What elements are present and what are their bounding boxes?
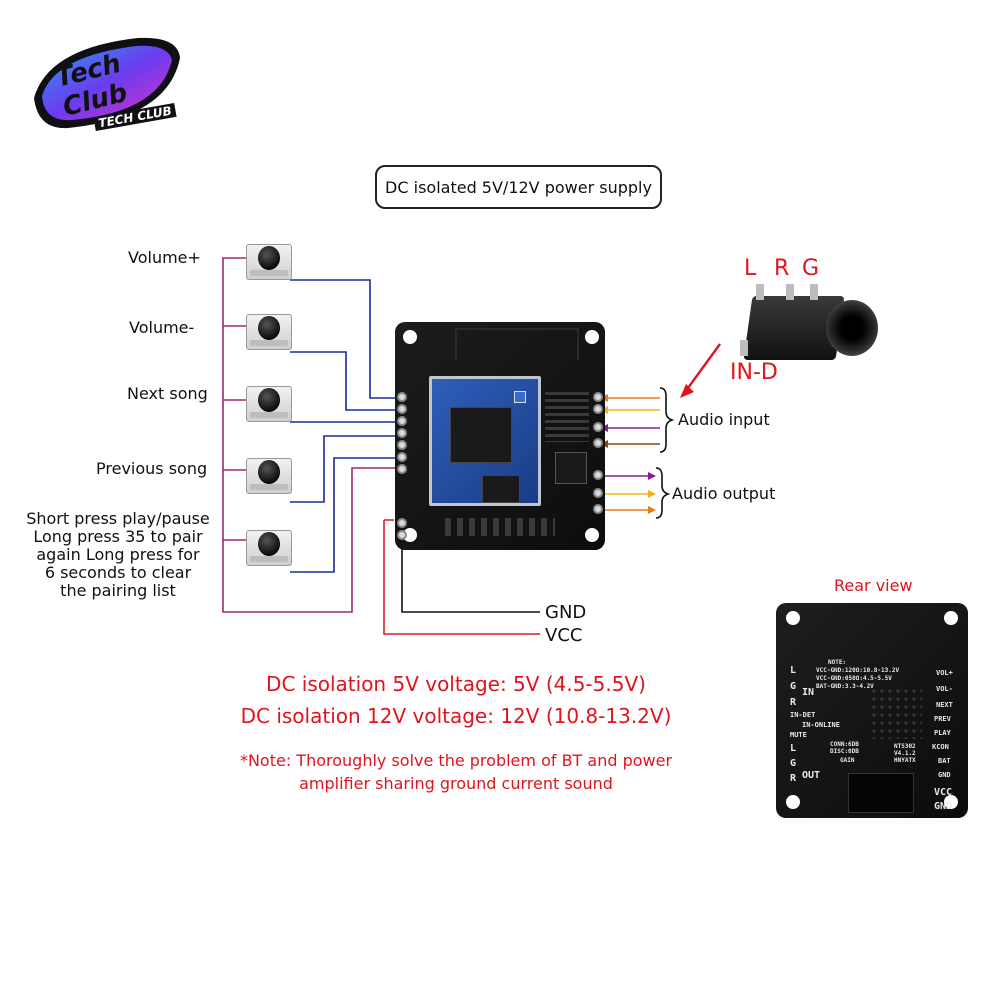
rear-right-pin-kcon: KCON: [932, 743, 949, 751]
logo-graphic: [34, 37, 180, 129]
wire-vcc: [383, 519, 540, 635]
rear-left-pin-mute: MUTE: [790, 731, 807, 739]
vcc-label: VCC: [545, 625, 583, 646]
wire-volume-plus: [290, 279, 400, 399]
wire-common: [222, 257, 400, 613]
wire-prev: [290, 435, 400, 503]
gnd-label: GND: [545, 602, 587, 623]
rear-left-pin-g2: G: [790, 758, 797, 769]
brace-output: [655, 467, 671, 519]
rear-note-1: NOTE:: [828, 659, 847, 666]
label-play-pause: Short press play/pause Long press 35 to …: [26, 509, 210, 600]
audio-output-label: Audio output: [672, 484, 776, 503]
audio-input-label: Audio input: [678, 410, 770, 429]
rear-right-pin-bat: BAT: [938, 757, 951, 765]
note-line-2: amplifier sharing ground current sound: [299, 774, 613, 793]
rear-right-pin-vcc: VCC: [934, 787, 953, 798]
wire-play: [290, 457, 400, 573]
rear-left-pin-in-online: IN-ONLINE: [802, 721, 840, 729]
jack-pin-l: L: [744, 256, 757, 281]
brace-input: [659, 387, 675, 453]
rear-left-pin-r1: R: [790, 697, 797, 708]
rear-conn-1: CONN:6DB: [830, 741, 859, 748]
button-play: [246, 524, 292, 570]
rear-model-2: V4.1.2: [894, 750, 916, 757]
jack-pin-r: R: [774, 256, 790, 281]
brand-logo: Tech Club TECH CLUB: [28, 28, 188, 138]
jack-arrow: [687, 343, 721, 389]
bt-module: [429, 376, 541, 506]
rear-right-pin-prev: PREV: [934, 715, 951, 723]
antenna-trace: [455, 328, 579, 360]
rear-board: L G R IN IN-DET IN-ONLINE MUTE L G R OUT…: [776, 603, 968, 818]
amp-chip: [555, 452, 587, 484]
rear-model-3: HNYATX: [894, 757, 916, 764]
label-previous-song: Previous song: [96, 459, 208, 478]
rear-left-pin-l2: L: [790, 743, 797, 754]
rear-note-4: BAT-GND:3.3-4.2V: [816, 683, 874, 690]
power-supply-title: DC isolated 5V/12V power supply: [375, 165, 662, 209]
audio-jack: [730, 280, 880, 370]
rear-left-pin-l1: L: [790, 665, 797, 676]
note-line-1: *Note: Thoroughly solve the problem of B…: [239, 751, 673, 770]
button-volume-minus: [246, 308, 292, 354]
rear-right-pin-next: NEXT: [936, 701, 953, 709]
label-next-song: Next song: [127, 384, 208, 403]
rear-note-3: VCC-GND:050Ω:4.5-5.5V: [816, 675, 892, 682]
bluetooth-board: [395, 322, 605, 550]
spec-5v: DC isolation 5V voltage: 5V (4.5-5.5V): [266, 672, 646, 696]
jack-pin-g: G: [802, 256, 820, 281]
rear-left-pin-in: IN: [802, 687, 815, 698]
rear-right-pin-gnd1: GND: [938, 771, 951, 779]
wire-volume-minus: [290, 351, 400, 411]
wire-gnd: [401, 530, 540, 613]
rear-note-2: VCC-GND:120Ω:10.8-13.2V: [816, 667, 900, 674]
spec-12v: DC isolation 12V voltage: 12V (10.8-13.2…: [240, 704, 672, 728]
label-volume-minus: Volume-: [129, 318, 195, 337]
rear-left-pin-g1: G: [790, 681, 797, 692]
rear-left-pin-r2: R: [790, 773, 797, 784]
jack-in-d-label: IN-D: [730, 360, 778, 385]
rear-left-pin-in-det: IN-DET: [790, 711, 816, 719]
label-volume-plus: Volume+: [128, 248, 201, 267]
rear-conn-3: GAIN: [840, 757, 855, 764]
rear-right-pin-gnd2: GND: [934, 801, 953, 812]
rear-model-1: NT5302: [894, 743, 916, 750]
rear-left-pin-out: OUT: [802, 770, 821, 781]
button-next: [246, 380, 292, 426]
rear-right-pin-play: PLAY: [934, 729, 951, 737]
rear-view-title: Rear view: [834, 576, 913, 595]
button-prev: [246, 452, 292, 498]
rear-conn-2: DISC:0DB: [830, 748, 859, 755]
button-volume-plus: [246, 238, 292, 284]
rear-right-pin-vol-plus: VOL+: [936, 669, 953, 677]
rear-right-pin-vol-minus: VOL-: [936, 685, 953, 693]
